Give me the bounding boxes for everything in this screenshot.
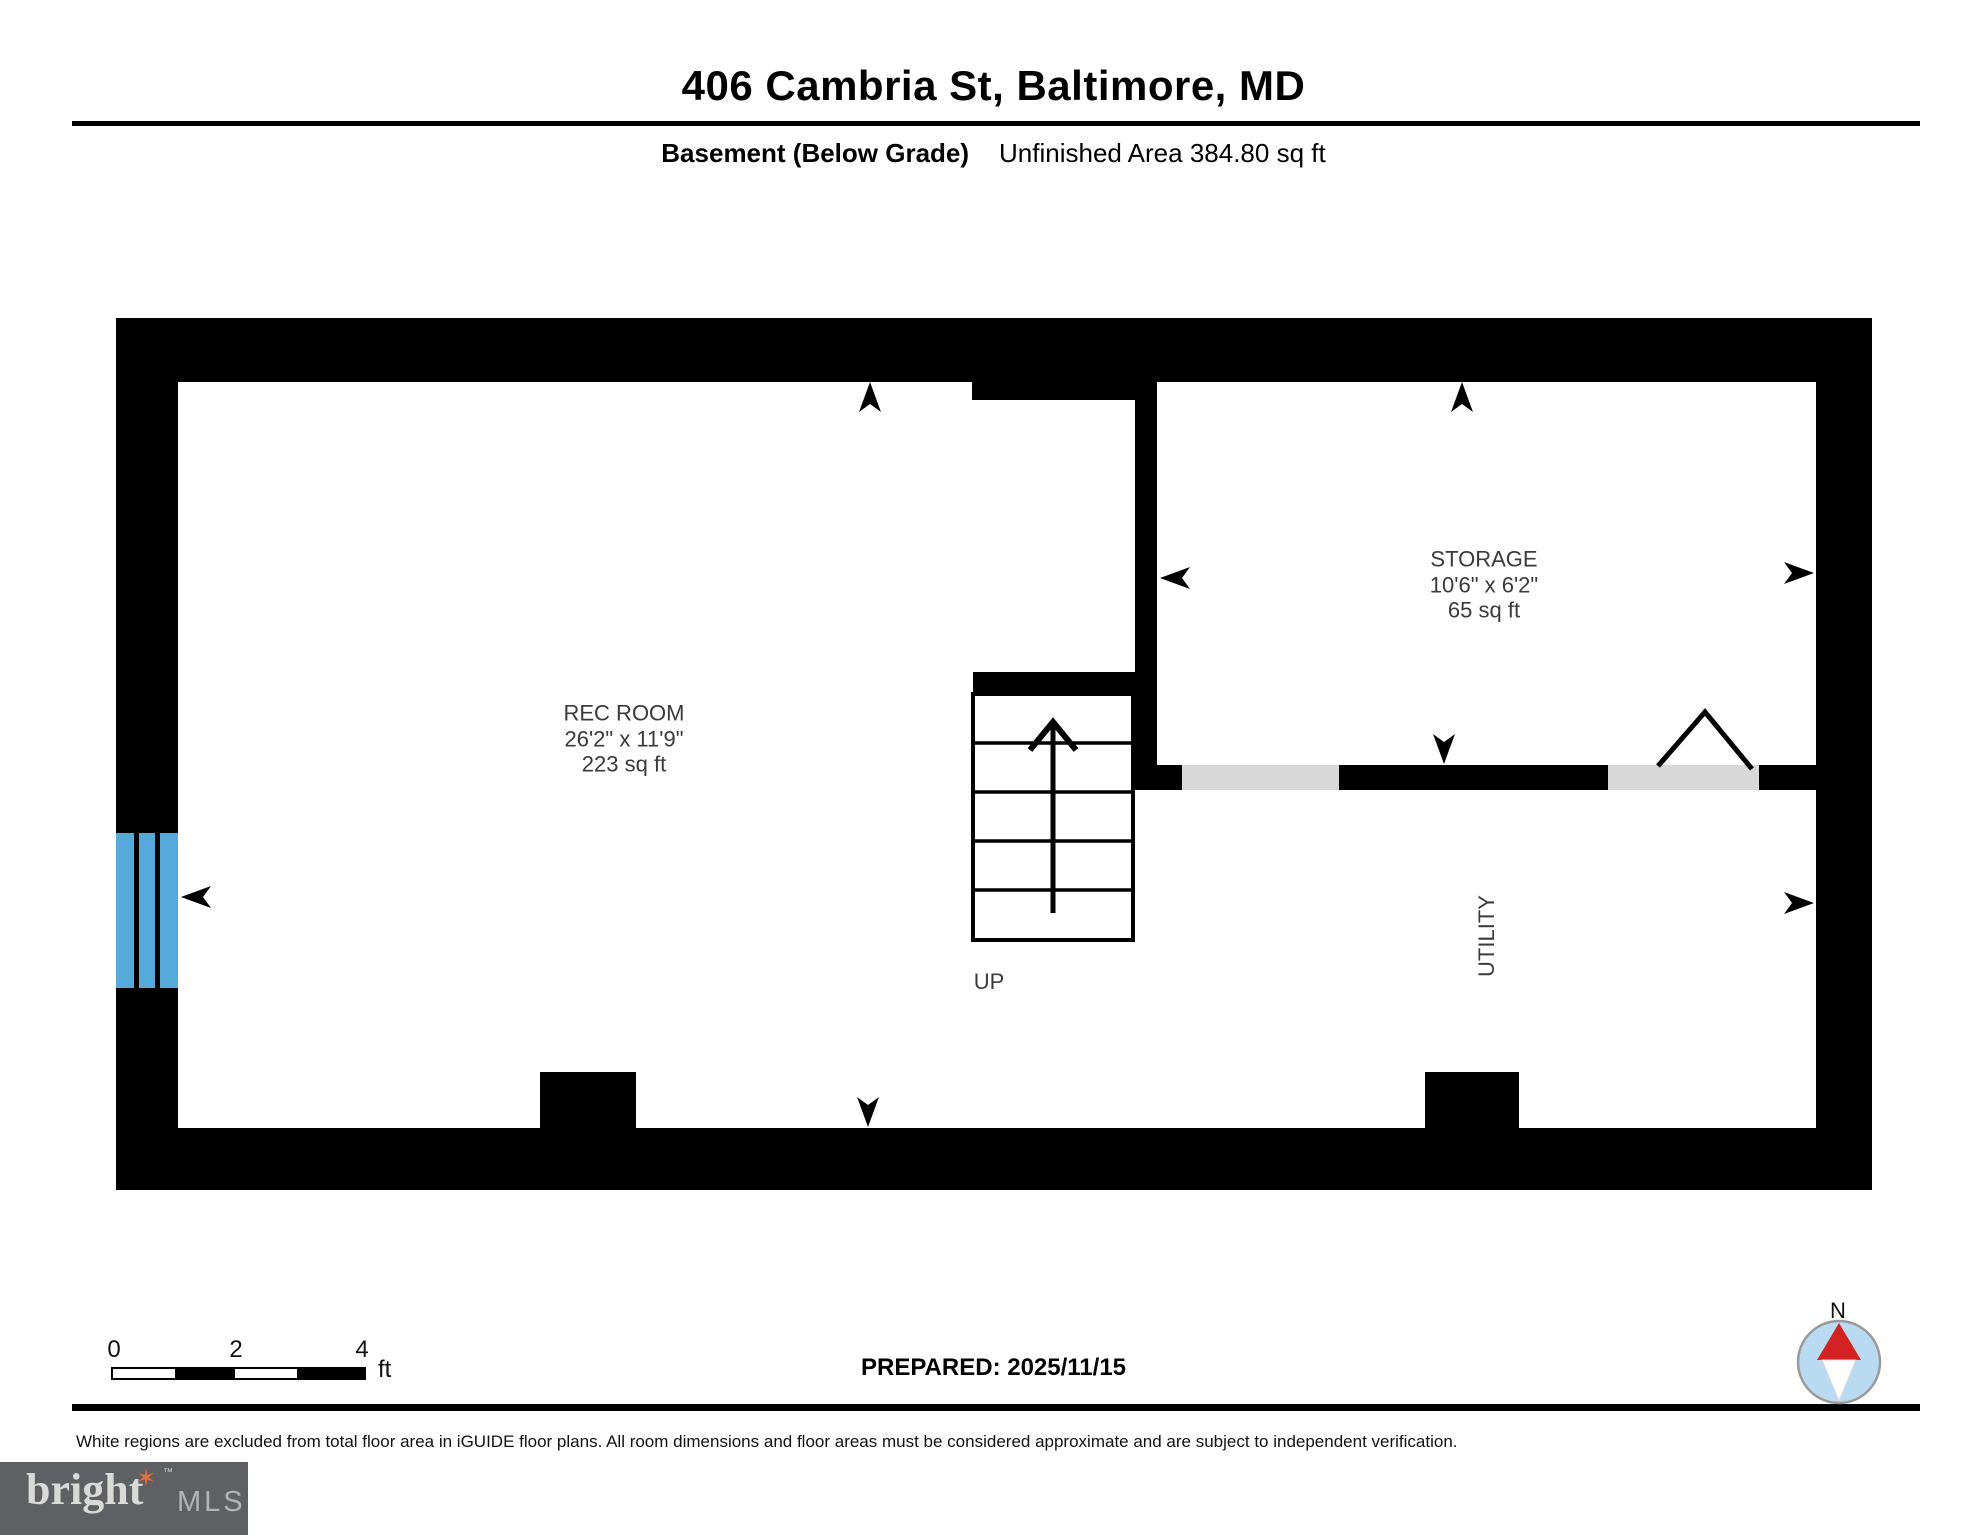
rec-room-area: 223 sq ft (581, 751, 667, 777)
floor-label: Basement (Below Grade) (661, 138, 970, 168)
storage-door-opening-right (1608, 765, 1759, 790)
rec-room-dimensions: 26'2" x 11'9" (564, 726, 684, 752)
compass-needle-north (1817, 1323, 1861, 1360)
storage-bottom-wall-seg1 (1157, 765, 1182, 790)
door-arrow-right-utility-icon (1784, 892, 1814, 914)
compass-north-label: N (1830, 1298, 1846, 1323)
brand-trademark: ™ (163, 1467, 173, 1478)
rec-room-name: REC ROOM (563, 700, 685, 726)
scalebar-filled-seg1 (175, 1368, 235, 1379)
door-arrow-left-window-icon (181, 886, 211, 908)
area-label: Unfinished Area 384.80 sq ft (999, 138, 1326, 168)
brand-logo-bar: bright ✶ ™ MLS (0, 1462, 248, 1535)
stair-storage-divider-wall (1135, 382, 1157, 790)
rec-room-label: REC ROOM 26'2" x 11'9" 223 sq ft (564, 701, 685, 778)
window (116, 833, 178, 988)
scale-tick-0: 0 (107, 1336, 121, 1363)
stair-top-wall (973, 672, 1135, 694)
storage-name: STORAGE (1430, 546, 1538, 572)
door-arrow-up-rec-room-icon (859, 382, 881, 412)
door-arrow-left-storage-icon (1160, 567, 1190, 589)
page-title: 406 Cambria St, Baltimore, MD (681, 62, 1306, 109)
storage-bottom-wall-seg2 (1339, 765, 1608, 790)
storage-door-opening-left (1182, 765, 1339, 790)
stair-direction-arrowhead (1027, 717, 1079, 752)
prepared-date-label: PREPARED: 2025/11/15 (860, 1354, 1127, 1381)
window-mullion-2 (155, 833, 160, 988)
scale-tick-2: 2 (229, 1336, 243, 1363)
top-wall-step (972, 382, 1157, 400)
scale-tick-4: 4 (355, 1336, 369, 1363)
compass-needle-south (1821, 1359, 1857, 1403)
door-arrow-right-storage-icon (1784, 562, 1814, 584)
bottom-wall-stub-left (540, 1072, 636, 1128)
scale-unit-label: ft (378, 1356, 392, 1383)
door-arrow-down-storage-icon (1433, 734, 1455, 764)
storage-dimensions: 10'6" x 6'2" (1429, 572, 1539, 598)
door-arrow-down-bottom-icon (857, 1097, 879, 1127)
disclaimer-text: White regions are excluded from total fl… (76, 1432, 1458, 1451)
subtitle: Basement (Below Grade) Unfinished Area 3… (0, 138, 1987, 169)
title-rule (72, 121, 1920, 126)
stairs-up-label: UP (973, 969, 1005, 994)
door-arrow-up-storage-icon (1451, 382, 1473, 412)
bottom-wall-stub-right (1425, 1072, 1519, 1128)
storage-label: STORAGE 10'6" x 6'2" 65 sq ft (1430, 547, 1538, 624)
storage-area: 65 sq ft (1447, 597, 1521, 623)
brand-suffix: MLS (177, 1486, 246, 1518)
scalebar-filled-seg2 (297, 1368, 365, 1379)
storage-bottom-wall-seg3 (1759, 765, 1816, 790)
window-mullion-1 (134, 833, 139, 988)
utility-label: UTILITY (1474, 895, 1500, 977)
sloped-ceiling-symbol (1656, 708, 1754, 771)
brand-name: bright (26, 1465, 144, 1514)
brand-spark-icon: ✶ (136, 1465, 157, 1492)
footer-rule (72, 1404, 1920, 1411)
